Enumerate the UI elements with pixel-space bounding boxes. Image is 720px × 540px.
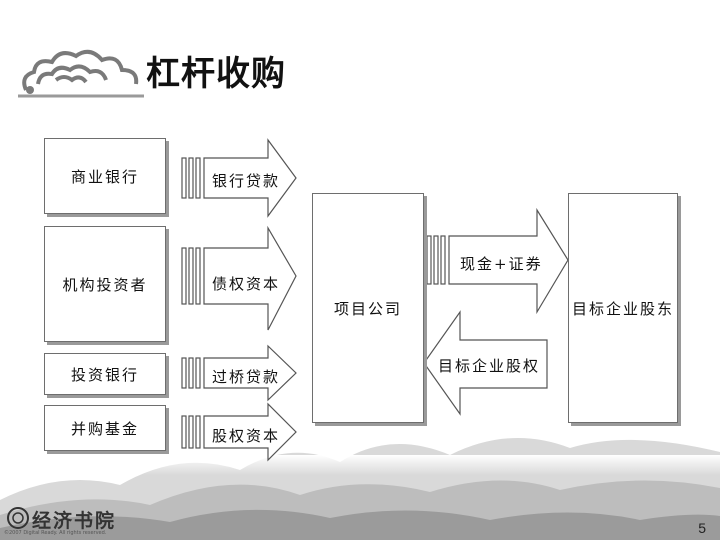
arrow-bank-loan — [181, 138, 297, 218]
arrow-label-bridge-loan: 过桥贷款 — [212, 368, 281, 386]
cloud-ornament-icon — [18, 49, 144, 98]
source-label: 机构投资者 — [62, 275, 148, 294]
arrow-label-target-equity: 目标企业股权 — [438, 357, 541, 375]
arrow-cash-securities — [426, 207, 569, 315]
source-box-commercial-bank: 商业银行 — [44, 138, 166, 214]
page-number: 5 — [698, 520, 706, 536]
arrow-equity-capital — [181, 402, 297, 462]
target-shareholders-label: 目标企业股东 — [571, 299, 674, 318]
source-box-buyout-fund: 并购基金 — [44, 405, 166, 451]
source-label: 商业银行 — [70, 167, 139, 186]
footer-copyright: ©2007 Digital Ready. All rights reserved… — [4, 530, 107, 536]
target-shareholders-box: 目标企业股东 — [568, 193, 678, 423]
footer-logo-text: 经济书院 — [32, 510, 117, 532]
project-company-box: 项目公司 — [312, 193, 424, 423]
source-box-investment-bank: 投资银行 — [44, 353, 166, 395]
school-logo-icon — [7, 507, 29, 529]
arrow-label-cash-securities: 现金+证券 — [460, 255, 543, 273]
source-label: 投资银行 — [70, 365, 139, 384]
project-company-label: 项目公司 — [333, 299, 402, 318]
arrow-target-equity — [423, 310, 548, 416]
arrow-bridge-loan — [181, 344, 297, 402]
source-box-institutional-investor: 机构投资者 — [44, 226, 166, 342]
source-label: 并购基金 — [70, 419, 139, 438]
arrow-label-bank-loan: 银行贷款 — [212, 172, 281, 190]
arrow-debt-capital — [181, 225, 297, 331]
arrow-label-debt-capital: 债权资本 — [212, 275, 281, 293]
arrow-label-equity-capital: 股权资本 — [212, 427, 281, 445]
page-title: 杠杆收购 — [146, 54, 286, 94]
